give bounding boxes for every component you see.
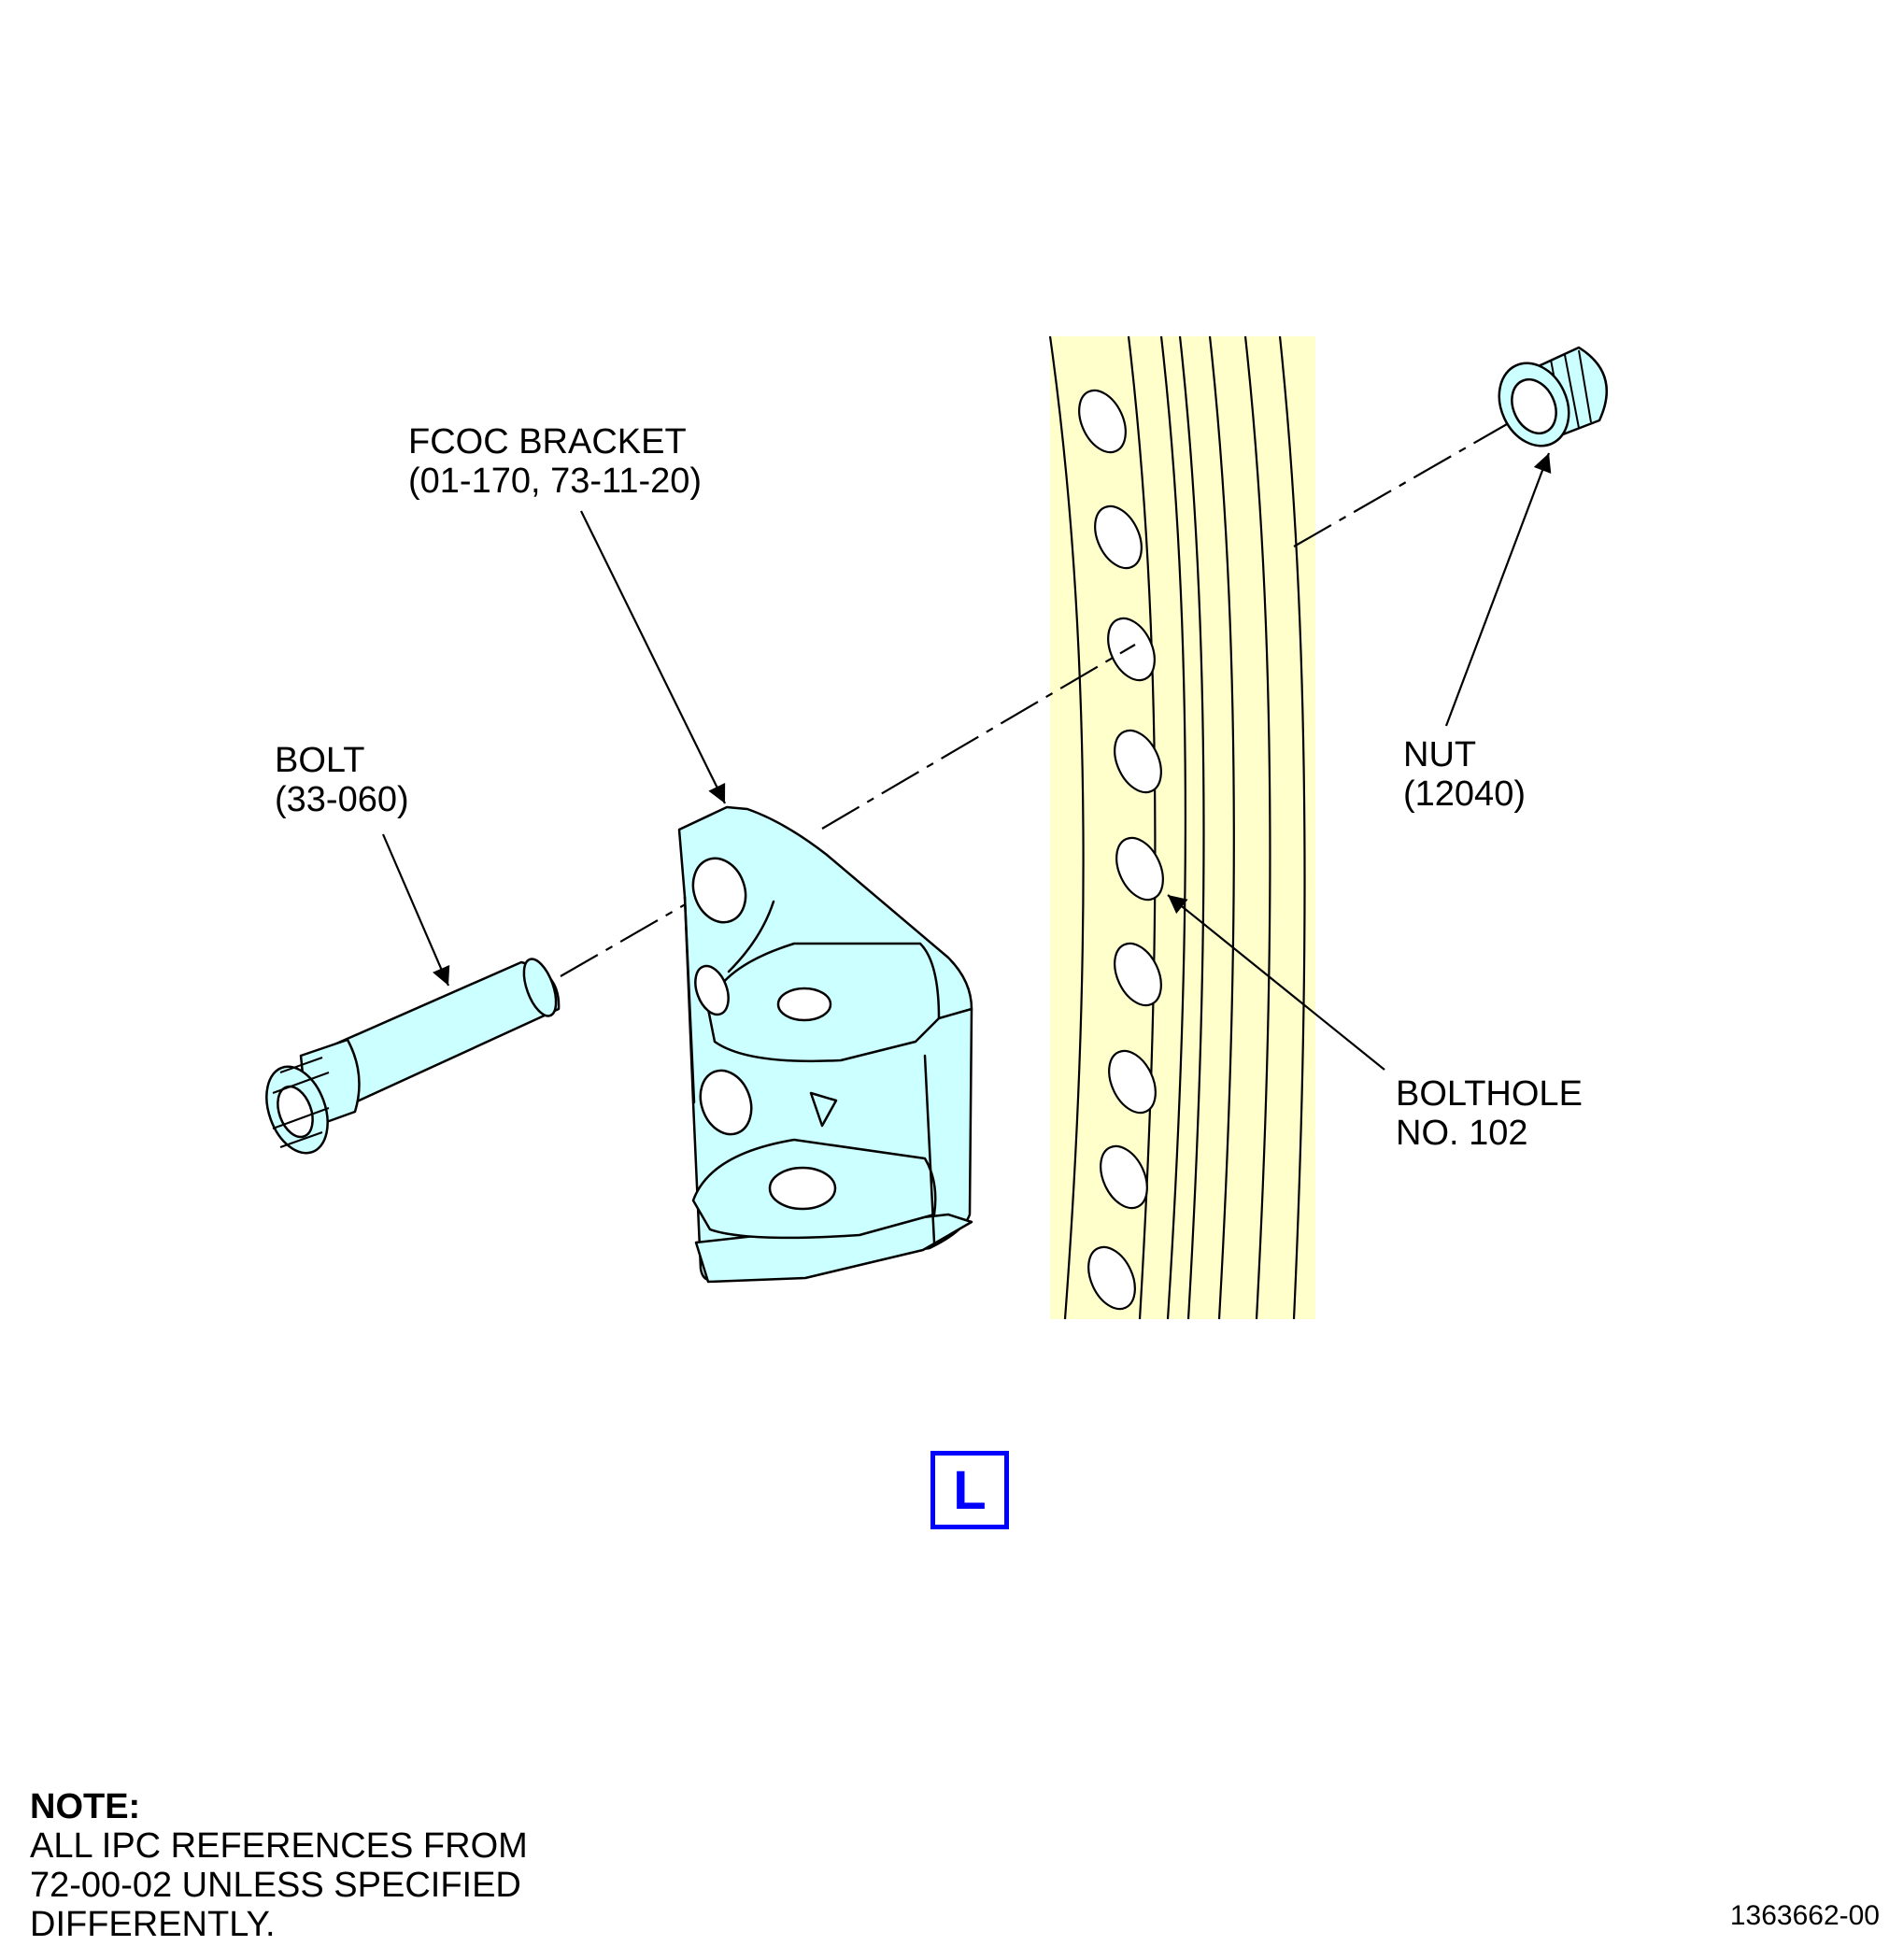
bolt-callout-reference: (33-060): [275, 780, 409, 819]
bolt-holes: [1078, 389, 1164, 1311]
bolt: [265, 958, 561, 1155]
note-block: NOTE: ALL IPC REFERENCES FROM 72-00-02 U…: [30, 1787, 528, 1944]
fcoc-bracket-callout: FCOC BRACKET (01-170, 73-11-20): [408, 422, 702, 501]
drawing-number: 1363662-00: [1729, 1900, 1880, 1931]
bolt-hole: [1108, 1049, 1157, 1115]
flange-ring: [1048, 335, 1315, 1320]
view-label-letter: L: [953, 1459, 987, 1521]
note-line: DIFFERENTLY.: [30, 1905, 276, 1944]
bolthole-callout: BOLTHOLE NO. 102: [1396, 1074, 1583, 1153]
bolt-hole: [1100, 1144, 1148, 1210]
leader-lines: [381, 452, 1552, 1071]
flange-ring-background: [1050, 336, 1315, 1319]
nut-callout-name: NUT: [1403, 735, 1477, 774]
nut-callout-reference: (12040): [1403, 774, 1526, 814]
fcoc-bracket: [677, 805, 973, 1284]
bolt-leader: [381, 833, 450, 987]
note-line: 72-00-02 UNLESS SPECIFIED: [30, 1866, 521, 1905]
bracket-mid-hole: [694, 964, 730, 1016]
nut-callout: NUT (12040): [1403, 735, 1526, 814]
bolt-hole: [1094, 504, 1143, 570]
view-label-box: L: [930, 1451, 1009, 1529]
fcoc-bracket-leader: [580, 510, 726, 804]
bracket-bottom-clevis-hole: [768, 1166, 837, 1211]
note-line: ALL IPC REFERENCES FROM: [30, 1826, 528, 1866]
bracket-top-clevis-hole: [776, 987, 832, 1022]
bolthole-callout-name: BOLTHOLE: [1396, 1074, 1583, 1114]
bolt-callout: BOLT (33-060): [275, 741, 409, 819]
note-title: NOTE:: [30, 1787, 141, 1826]
bolt-callout-name: BOLT: [275, 741, 365, 780]
bolthole-callout-number: NO. 102: [1396, 1114, 1528, 1153]
bolt-hole: [1114, 942, 1162, 1007]
bolt-hole: [1114, 729, 1162, 794]
fcoc-bracket-callout-reference: (01-170, 73-11-20): [408, 462, 703, 501]
bracket-top-hole: [691, 857, 747, 924]
nut: [1498, 346, 1608, 447]
bracket-lower-hole: [699, 1069, 753, 1136]
nut-leader: [1444, 452, 1552, 727]
bolt-hole: [1078, 389, 1127, 454]
fcoc-bracket-callout-name: FCOC BRACKET: [408, 422, 687, 462]
bolt-hole: [1087, 1245, 1136, 1311]
bolt-hole-no-102: [1115, 836, 1164, 902]
bolthole-leader: [1167, 894, 1385, 1071]
bolt-hole: [1107, 617, 1156, 682]
